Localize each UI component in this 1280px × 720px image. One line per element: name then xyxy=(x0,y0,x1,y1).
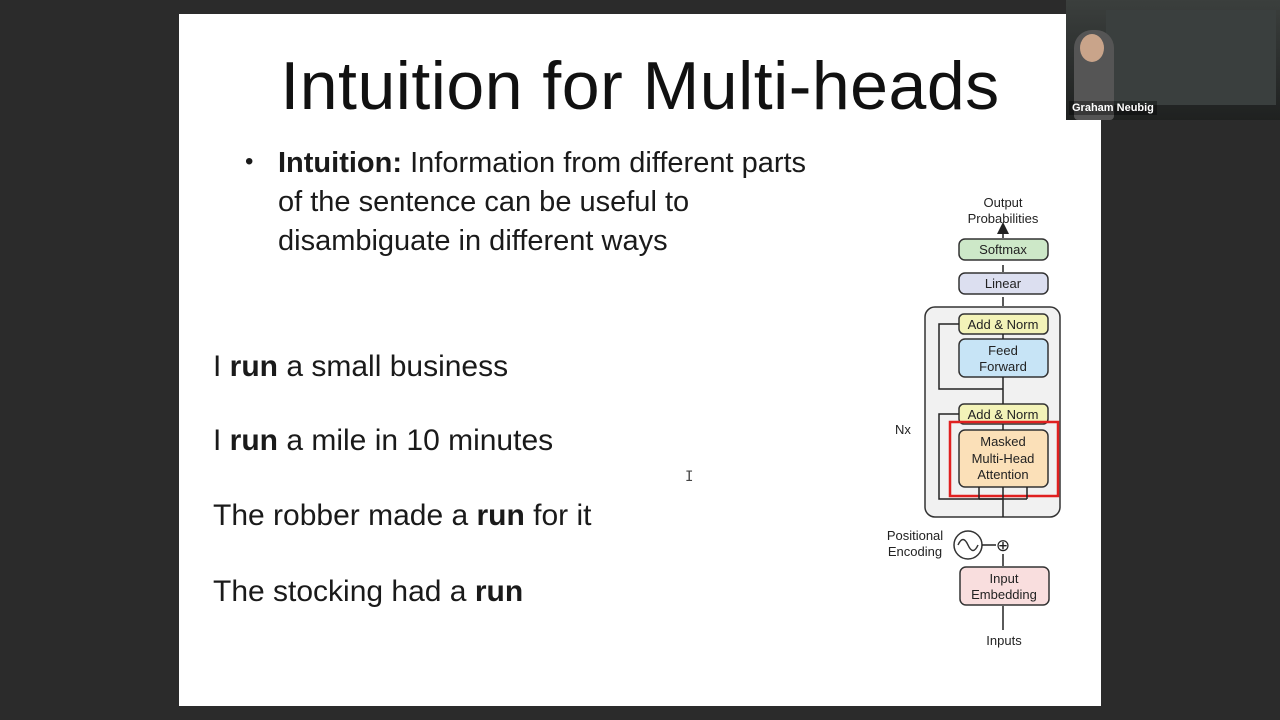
example-1-keyword: run xyxy=(229,350,278,383)
example-sentence-2: I run a mile in 10 minutes xyxy=(213,424,553,458)
example-1-before: I xyxy=(213,350,230,383)
webcam-background xyxy=(1106,10,1276,105)
input-embedding-label-1: Input xyxy=(990,571,1019,586)
attention-label-1: Masked xyxy=(980,434,1026,449)
linear-label: Linear xyxy=(985,276,1022,291)
example-sentence-1: I run a small business xyxy=(213,350,508,384)
output-label-line1: Output xyxy=(983,195,1022,210)
example-2-after: a mile in 10 minutes xyxy=(278,424,554,457)
webcam-person-head xyxy=(1080,34,1104,62)
add-operator-icon: ⊕ xyxy=(996,536,1010,555)
bullet-text: Information from different parts of the … xyxy=(278,147,807,257)
bullet-label: Intuition: xyxy=(278,147,403,179)
bullet-marker: • xyxy=(245,148,254,175)
add-norm-top-label: Add & Norm xyxy=(968,317,1039,332)
feed-forward-label-2: Forward xyxy=(979,359,1027,374)
transformer-diagram: Output Probabilities Softmax Linear Add … xyxy=(887,195,1061,648)
attention-label-3: Attention xyxy=(977,467,1028,482)
feed-forward-label-1: Feed xyxy=(988,343,1018,358)
inputs-label: Inputs xyxy=(986,633,1022,648)
example-1-after: a small business xyxy=(278,350,509,383)
attention-label-2: Multi-Head xyxy=(972,451,1035,466)
example-sentence-3: The robber made a run for it xyxy=(213,499,592,533)
slide: Intuition for Multi-heads • Intuition: I… xyxy=(179,14,1101,706)
webcam-participant-name: Graham Neubig xyxy=(1069,101,1157,115)
output-label-line2: Probabilities xyxy=(968,211,1039,226)
example-3-keyword: run xyxy=(476,499,525,532)
example-4-keyword: run xyxy=(474,575,524,608)
input-embedding-block xyxy=(959,566,1050,606)
input-embedding-label-2: Embedding xyxy=(971,587,1037,602)
softmax-block xyxy=(958,238,1049,261)
attention-highlight xyxy=(948,420,1060,498)
softmax-label: Softmax xyxy=(979,242,1027,257)
example-sentence-4: The stocking had a run xyxy=(213,575,523,609)
example-2-keyword: run xyxy=(229,424,278,457)
webcam-video: Graham Neubig xyxy=(1066,0,1280,120)
example-4-before: The stocking had a xyxy=(213,575,475,608)
example-3-after: for it xyxy=(524,499,592,532)
example-3-before: The robber made a xyxy=(213,499,477,532)
intuition-bullet: • Intuition: Information from different … xyxy=(245,144,835,261)
positional-encoding-label-1: Positional xyxy=(887,528,943,543)
text-cursor-icon: I xyxy=(685,469,694,485)
add-norm-bottom-label: Add & Norm xyxy=(968,407,1039,422)
linear-block xyxy=(958,272,1049,295)
bullet-body: Intuition: Information from different pa… xyxy=(278,144,835,261)
slide-title: Intuition for Multi-heads xyxy=(280,48,1000,124)
example-2-before: I xyxy=(213,424,230,457)
positional-encoding-label-2: Encoding xyxy=(888,544,942,559)
nx-label: Nx xyxy=(895,422,911,437)
